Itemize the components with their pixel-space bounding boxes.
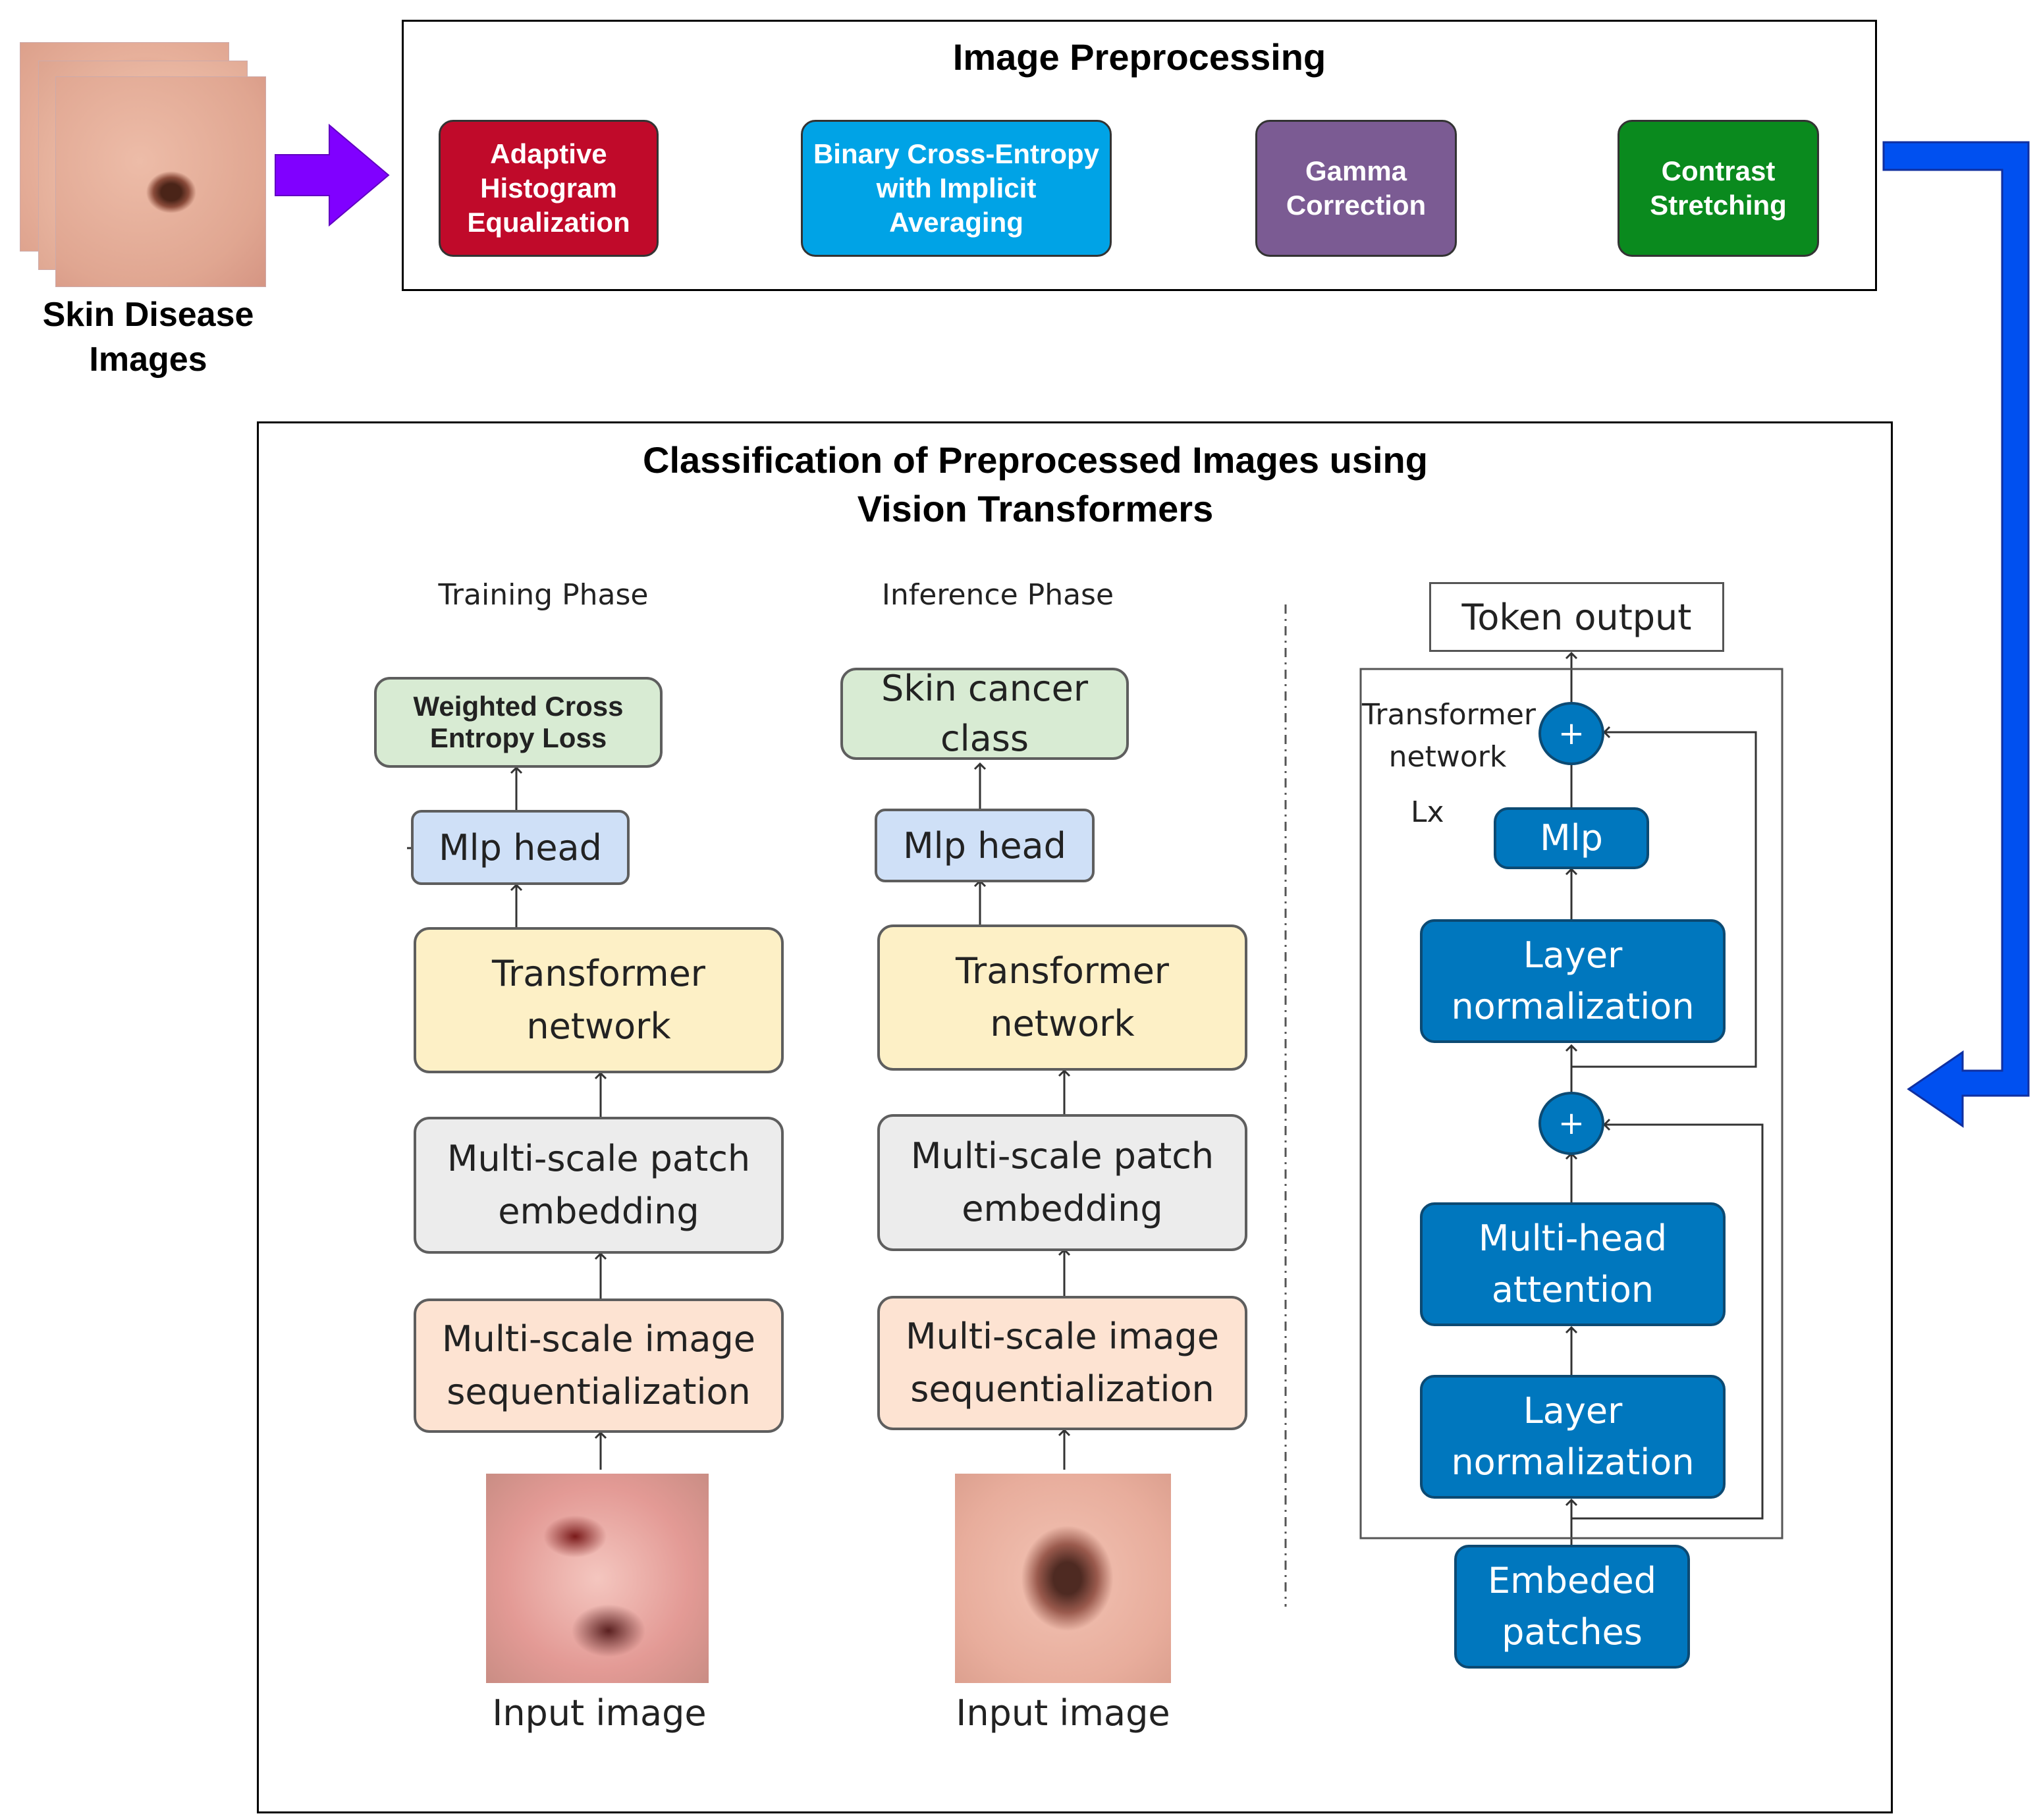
encoder-attention-label: Multi-head attention bbox=[1478, 1218, 1668, 1310]
plus-icon: + bbox=[1558, 1105, 1585, 1142]
inference-mlp-head: Mlp head bbox=[875, 809, 1095, 882]
inference-input-image bbox=[955, 1474, 1171, 1683]
training-patch-label: Multi-scale patch embedding bbox=[447, 1138, 751, 1232]
skip-connection-top bbox=[1571, 726, 1757, 1068]
encoder-mlp-label: Mlp bbox=[1540, 817, 1603, 859]
inference-input-label: Input image bbox=[956, 1692, 1170, 1734]
encoder-repeat-label: Lx bbox=[1411, 795, 1444, 829]
encoder-layer-norm-top-label: Layer normalization bbox=[1451, 934, 1695, 1027]
encoder-embedded-patches: Embeded patches bbox=[1454, 1545, 1690, 1669]
training-mlp-label: Mlp head bbox=[439, 826, 602, 869]
inference-transformer-network: Transformer network bbox=[877, 924, 1247, 1071]
encoder-layer-norm-bottom: Layer normalization bbox=[1420, 1375, 1726, 1499]
inference-transformer-label: Transformer network bbox=[955, 950, 1170, 1044]
token-output-label: Token output bbox=[1461, 596, 1692, 638]
inference-sequence-label: Multi-scale image sequentialization bbox=[906, 1316, 1219, 1410]
training-mlp-head: Mlp head bbox=[411, 810, 630, 885]
preprocessing-title: Image Preprocessing bbox=[952, 36, 1326, 78]
step-label: Gamma Correction bbox=[1286, 155, 1427, 221]
input-caption: Skin Disease Images bbox=[42, 296, 254, 379]
encoder-mlp: Mlp bbox=[1494, 807, 1649, 869]
training-input-image bbox=[486, 1474, 709, 1683]
encoder-network-label: Transformer network bbox=[1362, 694, 1536, 778]
encoder-layer-norm-bottom-label: Layer normalization bbox=[1451, 1390, 1695, 1483]
training-sequence-label: Multi-scale image sequentialization bbox=[442, 1318, 755, 1412]
encoder-frame bbox=[1359, 668, 1783, 1539]
blue-elbow-connector bbox=[1882, 141, 2030, 1128]
training-loss-label: Weighted Cross Entropy Loss bbox=[413, 691, 624, 753]
inference-output-label: Skin cancer class bbox=[881, 668, 1089, 759]
training-patch-embedding: Multi-scale patch embedding bbox=[414, 1117, 784, 1254]
inference-patch-label: Multi-scale patch embedding bbox=[910, 1135, 1214, 1229]
inference-patch-embedding: Multi-scale patch embedding bbox=[877, 1114, 1247, 1251]
step-binary-cross-entropy: Binary Cross-Entropy with Implicit Avera… bbox=[801, 120, 1112, 257]
skip-connection-bottom bbox=[1571, 1118, 1764, 1520]
classification-title: Classification of Preprocessed Images us… bbox=[643, 439, 1428, 529]
residual-add-top: + bbox=[1538, 702, 1604, 765]
step-adaptive-histogram-equalization: Adaptive Histogram Equalization bbox=[439, 120, 659, 257]
step-label: Binary Cross-Entropy with Implicit Avera… bbox=[813, 138, 1100, 238]
training-input-label: Input image bbox=[492, 1692, 707, 1734]
inference-phase-heading: Inference Phase bbox=[881, 578, 1114, 612]
encoder-multi-head-attention: Multi-head attention bbox=[1420, 1202, 1726, 1326]
plus-icon: + bbox=[1558, 715, 1585, 752]
inference-image-sequentialization: Multi-scale image sequentialization bbox=[877, 1296, 1247, 1430]
step-label: Contrast Stretching bbox=[1650, 155, 1787, 221]
residual-add-bottom: + bbox=[1538, 1092, 1604, 1155]
training-phase-heading: Training Phase bbox=[438, 578, 649, 612]
token-output-box: Token output bbox=[1429, 582, 1724, 652]
classification-panel bbox=[257, 421, 1893, 1813]
purple-arrow-input bbox=[275, 123, 390, 227]
training-transformer-label: Transformer network bbox=[491, 953, 706, 1047]
encoder-layer-norm-top: Layer normalization bbox=[1420, 919, 1726, 1043]
training-loss-box: Weighted Cross Entropy Loss bbox=[374, 677, 663, 768]
encoder-embedded-label: Embeded patches bbox=[1488, 1560, 1656, 1653]
step-contrast-stretching: Contrast Stretching bbox=[1618, 120, 1819, 257]
step-gamma-correction: Gamma Correction bbox=[1255, 120, 1457, 257]
inference-mlp-label: Mlp head bbox=[903, 824, 1066, 867]
training-transformer-network: Transformer network bbox=[414, 927, 784, 1073]
inference-output-box: Skin cancer class bbox=[840, 668, 1129, 760]
skin-image-front bbox=[55, 76, 266, 287]
step-label: Adaptive Histogram Equalization bbox=[467, 138, 630, 238]
training-image-sequentialization: Multi-scale image sequentialization bbox=[414, 1298, 784, 1433]
